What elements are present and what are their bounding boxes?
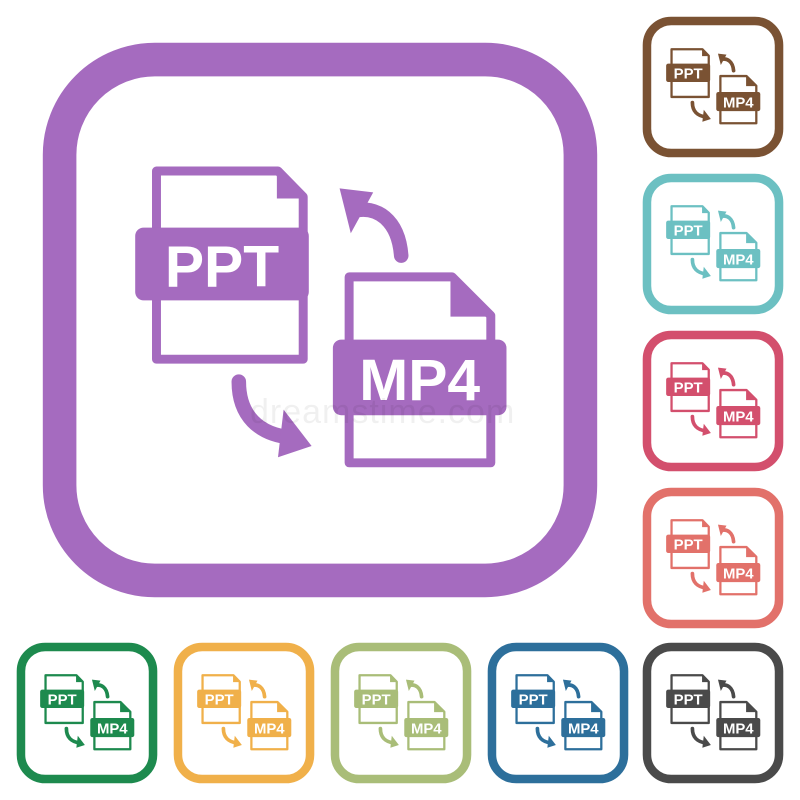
file-convert-icon: PPT MP4	[330, 642, 472, 784]
arrow-up-left-head	[717, 367, 727, 379]
arrow-down-right-head	[702, 580, 711, 593]
ppt-label: PPT	[165, 234, 279, 299]
ppt-document-fold	[390, 675, 397, 683]
mp4-label-band	[716, 562, 761, 583]
icon-tile-gray: PPT MP4	[642, 642, 784, 784]
mp4-label: MP4	[411, 721, 442, 737]
icon-tile-olive: PPT MP4	[330, 642, 472, 784]
icon-tile-green: PPT MP4	[16, 642, 158, 784]
icon-tile-main: PPT MP4	[40, 40, 600, 600]
ppt-label: PPT	[362, 692, 391, 708]
ppt-label-band	[666, 377, 711, 397]
arrow-up-left-head	[717, 210, 727, 222]
arrow-down-right-head	[702, 266, 711, 279]
mp4-label: MP4	[723, 721, 754, 737]
ppt-document-fold	[702, 363, 709, 371]
arrow-up-left-head	[717, 53, 727, 65]
arrow-down-right-head	[702, 423, 711, 436]
mp4-label: MP4	[359, 348, 480, 413]
mp4-label-band	[332, 339, 507, 416]
file-convert-icon: PPT MP4	[173, 642, 315, 784]
ppt-label: PPT	[205, 692, 234, 708]
tile-frame	[642, 173, 784, 315]
ppt-label-band	[40, 689, 85, 709]
mp4-label: MP4	[723, 95, 754, 111]
file-convert-icon: PPT MP4	[642, 642, 784, 784]
arrow-up-left-head	[562, 679, 572, 691]
arrow-up-left-head	[717, 679, 727, 691]
ppt-label: PPT	[674, 692, 703, 708]
mp4-label-band	[716, 248, 761, 269]
ppt-document-fold	[76, 675, 83, 683]
file-convert-icon: PPT MP4	[16, 642, 158, 784]
icon-tile-blue: PPT MP4	[487, 642, 629, 784]
tile-frame	[642, 16, 784, 158]
mp4-label: MP4	[723, 252, 754, 268]
ppt-label-band	[666, 220, 711, 240]
mp4-document-fold	[746, 76, 757, 87]
file-convert-icon: PPT MP4	[487, 642, 629, 784]
ppt-label: PPT	[674, 380, 703, 396]
file-convert-icon: PPT MP4	[642, 16, 784, 158]
file-convert-icon: PPT MP4	[42, 42, 598, 598]
mp4-label-band	[247, 717, 292, 738]
tile-frame	[16, 642, 158, 784]
icon-tile-orange: PPT MP4	[173, 642, 315, 784]
ppt-label-band	[666, 63, 711, 83]
mp4-label: MP4	[568, 721, 599, 737]
file-convert-icon: PPT MP4	[642, 487, 784, 629]
mp4-document-fold	[746, 233, 757, 244]
file-convert-icon: PPT MP4	[642, 330, 784, 472]
ppt-label-band	[135, 227, 309, 301]
mp4-label-band	[716, 91, 761, 112]
ppt-label: PPT	[674, 66, 703, 82]
mp4-label-band	[716, 405, 761, 426]
tile-frame	[642, 330, 784, 472]
mp4-document-fold	[450, 277, 491, 317]
ppt-label-band	[354, 689, 399, 709]
ppt-label-band	[511, 689, 556, 709]
mp4-label: MP4	[97, 721, 128, 737]
tile-frame	[487, 642, 629, 784]
arrow-down-right-head	[278, 409, 312, 458]
tile-frame	[642, 487, 784, 629]
mp4-label: MP4	[723, 409, 754, 425]
ppt-document-fold	[702, 206, 709, 214]
arrow-up-left-head	[717, 524, 727, 536]
file-convert-icon: PPT MP4	[642, 173, 784, 315]
ppt-label: PPT	[48, 692, 77, 708]
tile-frame	[42, 42, 598, 598]
mp4-label: MP4	[723, 566, 754, 582]
tile-frame	[330, 642, 472, 784]
ppt-label: PPT	[674, 537, 703, 553]
icon-tile-teal: PPT MP4	[642, 173, 784, 315]
tile-frame	[642, 642, 784, 784]
arrow-down-right-head	[702, 735, 711, 748]
mp4-label-band	[404, 717, 449, 738]
ppt-label: PPT	[519, 692, 548, 708]
icon-tile-brown: PPT MP4	[642, 16, 784, 158]
arrow-up-left-head	[339, 188, 374, 234]
tile-frame	[173, 642, 315, 784]
arrow-down-right-head	[233, 735, 242, 748]
mp4-label-band	[716, 717, 761, 738]
arrow-down-right-head	[702, 109, 711, 122]
ppt-label: PPT	[674, 223, 703, 239]
arrow-down-right-head	[390, 735, 399, 748]
icon-tile-salmon: PPT MP4	[642, 487, 784, 629]
ppt-document-fold	[233, 675, 240, 683]
ppt-label-band	[197, 689, 242, 709]
icon-tile-pink: PPT MP4	[642, 330, 784, 472]
ppt-document-fold	[702, 49, 709, 57]
mp4-label: MP4	[254, 721, 285, 737]
ppt-label-band	[666, 534, 711, 554]
mp4-label-band	[561, 717, 606, 738]
arrow-down-right-head	[76, 735, 85, 748]
arrow-down-right-head	[547, 735, 556, 748]
mp4-label-band	[90, 717, 135, 738]
ppt-label-band	[666, 689, 711, 709]
